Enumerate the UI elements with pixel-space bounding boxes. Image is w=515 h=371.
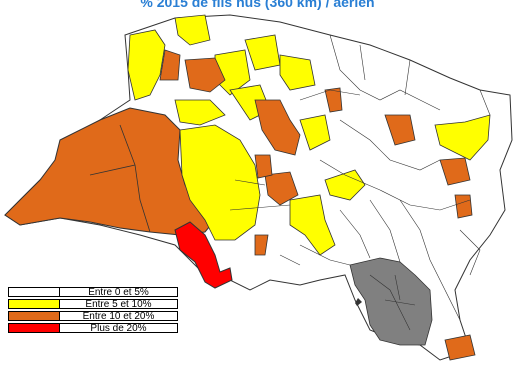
legend-label-2: Entre 10 et 20% [60,311,178,322]
legend-swatch-2 [8,311,60,321]
legend-item-2: Entre 10 et 20% [8,310,178,322]
legend-item-0: Entre 0 et 5% [8,286,178,298]
legend-swatch-1 [8,299,60,309]
region-red-1 [174,221,233,289]
legend-item-1: Entre 5 et 10% [8,298,178,310]
map-title: % 2015 de fils nus (360 km) / aérien [140,0,375,10]
legend-label-3: Plus de 20% [60,323,178,334]
legend-swatch-0 [8,287,60,297]
legend: Entre 0 et 5% Entre 5 et 10% Entre 10 et… [8,286,178,334]
legend-label-1: Entre 5 et 10% [60,299,178,310]
legend-label-0: Entre 0 et 5% [60,287,178,298]
legend-swatch-3 [8,323,60,333]
legend-item-3: Plus de 20% [8,322,178,334]
